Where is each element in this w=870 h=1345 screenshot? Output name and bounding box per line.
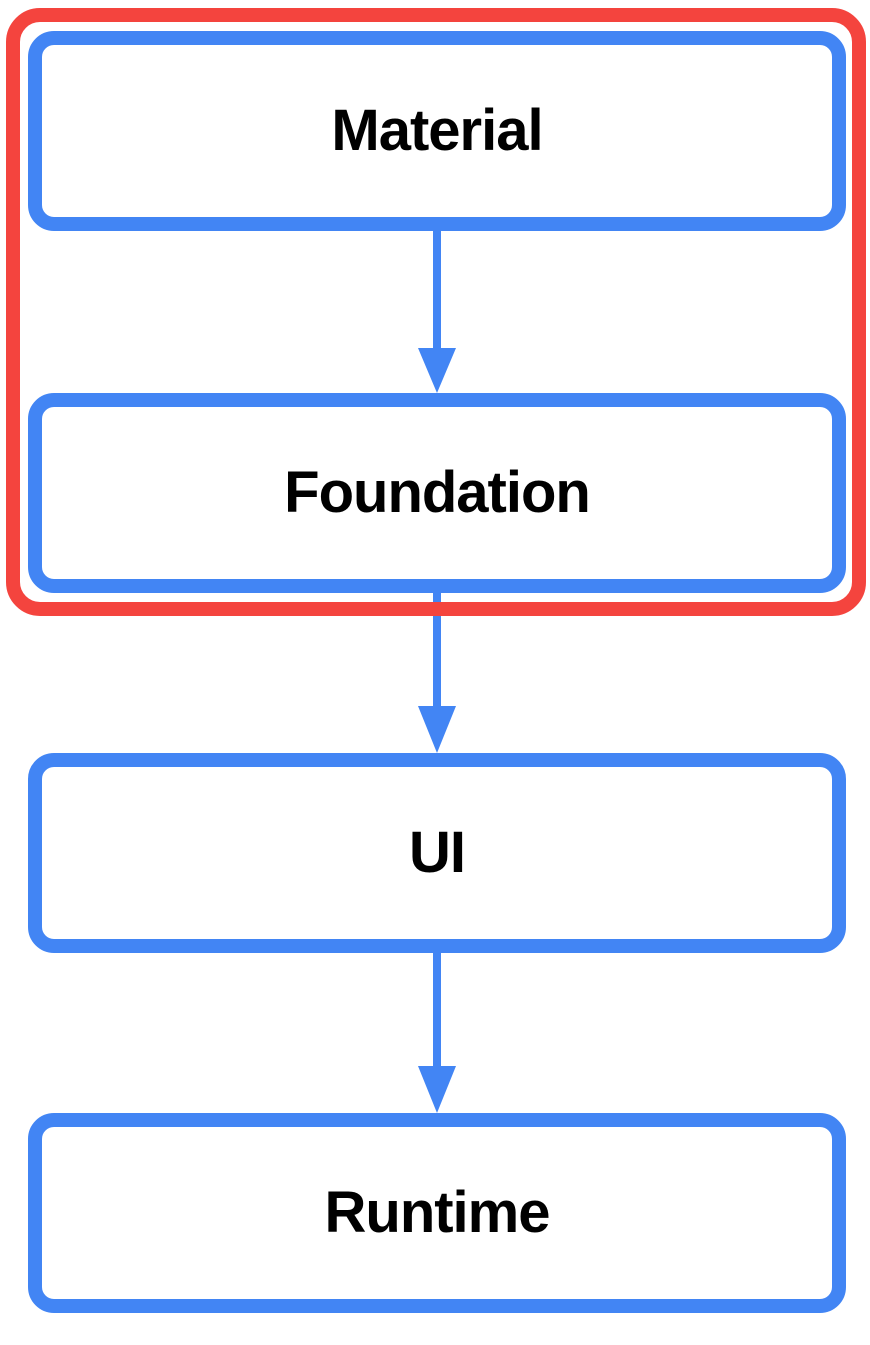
node-label: UI (409, 820, 466, 885)
edge-material-to-foundation (418, 231, 456, 393)
edge-ui-to-runtime (418, 953, 456, 1113)
arrowhead-down-icon (418, 706, 456, 753)
node-label: Foundation (284, 460, 591, 525)
arrowhead-down-icon (418, 1066, 456, 1113)
edge-foundation-to-ui (418, 593, 456, 753)
node-label: Material (331, 98, 543, 163)
node-foundation: Foundation (28, 393, 846, 593)
node-ui: UI (28, 753, 846, 953)
arrowhead-down-icon (418, 348, 456, 393)
node-label: Runtime (324, 1180, 551, 1245)
node-runtime: Runtime (28, 1113, 846, 1313)
node-material: Material (28, 31, 846, 231)
